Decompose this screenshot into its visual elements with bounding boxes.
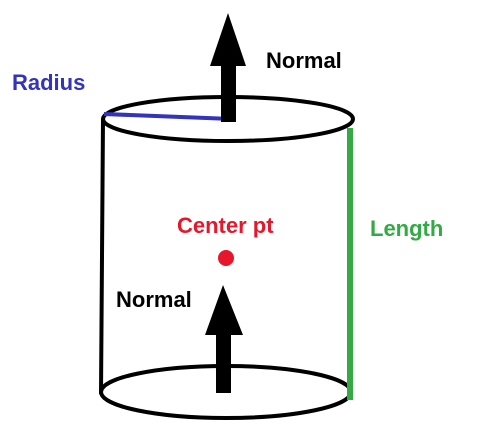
normal-arrow-bottom bbox=[205, 285, 243, 393]
center-point-label: Center pt bbox=[177, 213, 274, 238]
center-point bbox=[218, 250, 234, 266]
normal-arrow-top bbox=[210, 13, 246, 122]
left-side bbox=[99, 118, 105, 395]
radius-label: Radius bbox=[12, 70, 85, 95]
length-label: Length bbox=[370, 216, 443, 241]
normal-top-label: Normal bbox=[266, 48, 342, 73]
radius-line bbox=[103, 112, 233, 121]
normal-bottom-label: Normal bbox=[116, 287, 192, 312]
